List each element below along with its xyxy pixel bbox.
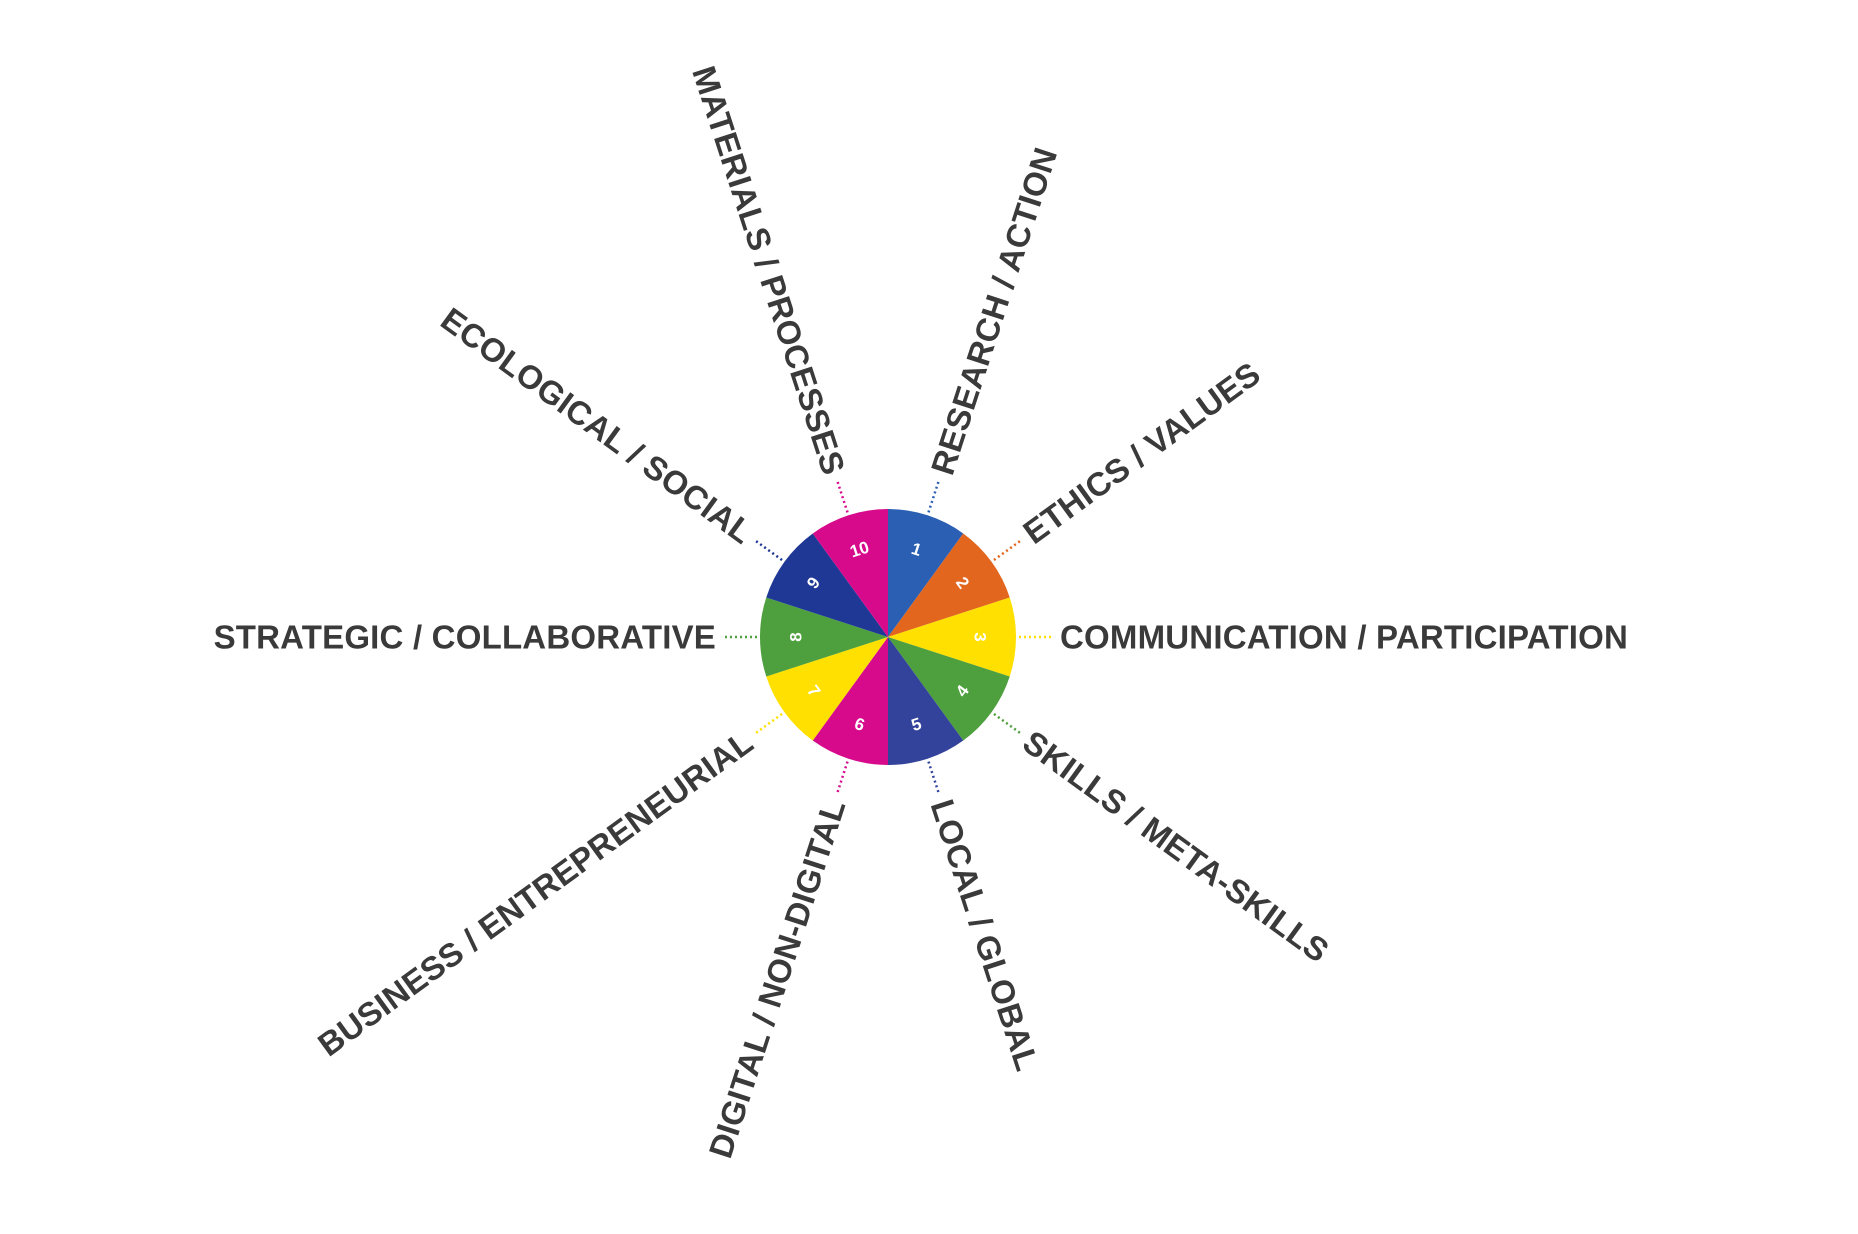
spoke-label-digital-non-digital: DIGITAL / NON-DIGITAL (702, 795, 853, 1163)
connector-1 (927, 479, 941, 513)
spoke-label-research-action: RESEARCH / ACTION (924, 143, 1065, 479)
spoke-connectors (723, 479, 1053, 795)
spoke-label-skills-meta-skills: SKILLS / META-SKILLS (1016, 723, 1336, 969)
connector-10 (835, 479, 849, 513)
wheel-segment-1 (888, 509, 964, 637)
connector-4 (993, 712, 1023, 735)
spoke-label-ecological-social: ECOLOGICAL / SOCIAL (434, 300, 759, 551)
wheel-segment-4 (888, 637, 1010, 741)
segment-number-8: 8 (787, 632, 806, 641)
spoke-label-strategic-collaborative: STRATEGIC / COLLABORATIVE (214, 619, 716, 656)
wheel-segment-7 (766, 637, 888, 741)
wheel-segment-2 (888, 533, 1010, 637)
spoke-label-materials-processes: MATERIALS / PROCESSES (685, 61, 852, 479)
segment-number-10: 10 (848, 538, 872, 562)
connector-7 (753, 712, 783, 735)
wheel-wedges (759, 509, 1017, 765)
wheel-segment-3 (888, 597, 1017, 677)
wheel-segment-6 (812, 637, 888, 765)
connector-6 (835, 761, 849, 795)
connector-9 (753, 539, 783, 562)
wheel-segment-9 (766, 533, 888, 637)
spoke-label-communication-participation: COMMUNICATION / PARTICIPATION (1060, 619, 1628, 656)
spoke-label-ethics-values: ETHICS / VALUES (1016, 355, 1267, 551)
wheel-segment-8 (759, 597, 888, 677)
connector-2 (993, 539, 1023, 562)
wheel-segment-10 (812, 509, 888, 637)
spoke-label-business-entrepreneurial: BUSINESS / ENTREPRENEURIAL (311, 723, 760, 1063)
connector-5 (927, 761, 941, 795)
spoke-label-local-global: LOCAL / GLOBAL (924, 795, 1047, 1075)
wheel-segment-5 (888, 637, 964, 765)
segment-number-3: 3 (971, 632, 990, 641)
